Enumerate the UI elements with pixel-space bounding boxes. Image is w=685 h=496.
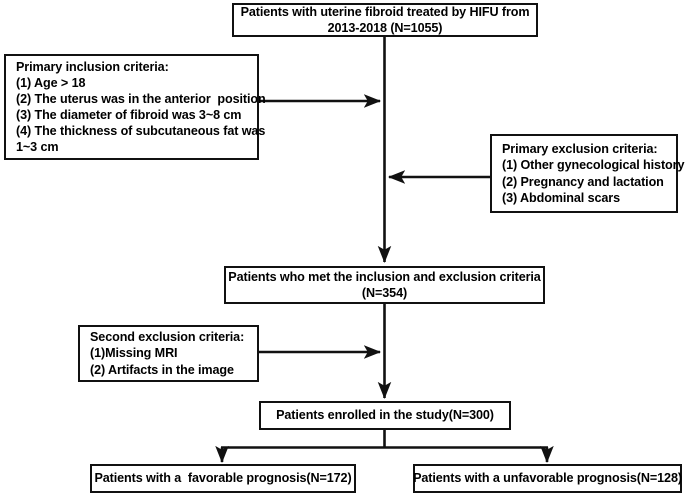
- node-met-criteria: Patients who met the inclusion and exclu…: [224, 266, 545, 304]
- inclusion-line-1: Primary inclusion criteria:: [16, 59, 169, 74]
- inclusion-line-2: (1) Age > 18: [16, 75, 86, 90]
- node-primary-exclusion-criteria: Primary exclusion criteria: (1) Other gy…: [490, 134, 685, 213]
- inclusion-line-5: (4) The thickness of subcutaneous fat wa…: [16, 124, 266, 139]
- node-second-exclusion-criteria: Second exclusion criteria: (1)Missing MR…: [78, 325, 259, 382]
- met-criteria-line-1: Patients who met the inclusion and exclu…: [228, 269, 541, 284]
- exclusion-line-4: (3) Abdominal scars: [502, 190, 621, 205]
- inclusion-line-4: (3) The diameter of fibroid was 3~8 cm: [16, 108, 242, 122]
- node-enrolled: Patients enrolled in the study(N=300): [259, 401, 511, 430]
- exclusion-line-2: (1) Other gynecological history: [502, 158, 685, 173]
- second-exclusion-line-3: (2) Artifacts in the image: [90, 362, 234, 377]
- inclusion-line-6: 1~3 cm: [16, 140, 59, 155]
- node-initial-cohort: Patients with uterine fibroid treated by…: [232, 3, 538, 37]
- node-favorable-prognosis: Patients with a favorable prognosis(N=17…: [90, 464, 356, 493]
- node-primary-inclusion-criteria: Primary inclusion criteria: (1) Age > 18…: [4, 54, 266, 160]
- enrolled-line-1: Patients enrolled in the study(N=300): [276, 408, 494, 423]
- cohort-line-2: 2013-2018 (N=1055): [327, 21, 443, 35]
- exclusion-line-3: (2) Pregnancy and lactation: [502, 174, 664, 189]
- cohort-line-1: Patients with uterine fibroid treated by…: [240, 4, 530, 19]
- second-exclusion-line-2: (1)Missing MRI: [90, 346, 178, 361]
- inclusion-line-3: (2) The uterus was in the anterior posit…: [16, 91, 266, 106]
- met-criteria-line-2: (N=354): [361, 286, 408, 300]
- unfavorable-line-1: Patients with a unfavorable prognosis(N=…: [413, 471, 682, 486]
- node-unfavorable-prognosis: Patients with a unfavorable prognosis(N=…: [413, 464, 682, 493]
- second-exclusion-line-1: Second exclusion criteria:: [90, 330, 245, 345]
- exclusion-line-1: Primary exclusion criteria:: [502, 142, 658, 157]
- favorable-line-1: Patients with a favorable prognosis(N=17…: [94, 471, 352, 486]
